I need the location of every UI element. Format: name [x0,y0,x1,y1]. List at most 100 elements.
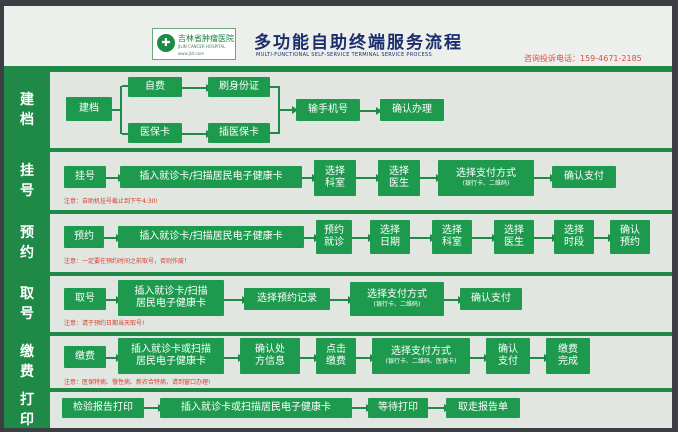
step-select-time[interactable]: 选择 时段 [554,220,594,254]
step-yuyue[interactable]: 预约 [64,226,104,248]
step-select-doctor[interactable]: 选择 医生 [378,160,420,196]
row-label: 打 印 [4,392,50,428]
step-label: 选择支付方式 [391,346,451,357]
step-confirm-payment[interactable]: 确认支付 [460,288,522,310]
step-yibaoka[interactable]: 医保卡 [128,123,182,143]
row-guahao: 挂 号 挂号 插入就诊卡/扫描居民电子健康卡 选择 科室 选择 医生 选择支付方… [4,152,672,210]
flow-arrow [302,174,318,182]
step-select-department[interactable]: 选择 科室 [314,160,356,196]
hospital-name: 吉林省肿瘤医院 [178,34,234,43]
complaint-hotline: 咨询投诉电话：159-4671-2185 [524,54,642,63]
step-select-date[interactable]: 选择 日期 [370,220,410,254]
hospital-url: www.jlzl.com [178,51,204,56]
flow-arrow [420,174,442,182]
flow-arrow [352,404,372,412]
flow-arrow [352,234,374,242]
payment-options: (银行卡、二维码) [462,180,510,187]
connector [270,132,278,134]
page-title: 多功能自助终端服务流程 [254,33,463,53]
connector [278,86,280,134]
step-insert-card[interactable]: 插入就诊卡/扫描居民电子健康卡 [120,166,302,188]
step-print-report[interactable]: 检验报告打印 [62,398,144,418]
connector [270,86,278,88]
hospital-name-en: JILIN CANCER HOSPITAL [178,44,226,49]
step-select-department[interactable]: 选择 科室 [432,220,472,254]
step-label: 选择支付方式 [367,289,427,300]
hospital-logo: ✚ 吉林省肿瘤医院 JILIN CANCER HOSPITAL www.jlzl… [152,28,236,60]
row-dayin: 打 印 检验报告打印 插入就诊卡或扫描居民电子健康卡 等待打印 取走报告单 [4,392,672,428]
step-jiaofei[interactable]: 缴费 [64,346,106,368]
step-payment-complete[interactable]: 缴费 完成 [546,338,590,374]
flow-arrow [428,404,450,412]
row-note: 注意：一定要在预约时间之前取号，否则作废！ [64,258,191,265]
flow-arrow [444,296,464,304]
flow-arrow [410,234,436,242]
step-take-report[interactable]: 取走报告单 [446,398,520,418]
step-queren-banli[interactable]: 确认办理 [380,99,444,121]
flow-arrow [106,296,122,304]
hospital-cross-icon: ✚ [157,34,175,52]
service-flow-poster: ✚ 吉林省肿瘤医院 JILIN CANCER HOSPITAL www.jlzl… [4,6,672,428]
step-label: 选择支付方式 [456,168,516,179]
step-quhao[interactable]: 取号 [64,288,106,310]
row-quhao: 取 号 取号 插入就诊卡/扫描 居民电子健康卡 选择预约记录 选择支付方式 (银… [4,276,672,332]
step-confirm-prescription[interactable]: 确认处 方信息 [240,338,300,374]
flow-arrow [104,234,122,242]
connector [120,86,122,134]
flow-arrow [534,234,558,242]
flow-arrow [106,174,124,182]
flow-arrow [330,296,354,304]
page-subtitle: MULTI-FUNCTIONAL SELF-SERVICE TERMINAL S… [256,52,432,58]
step-guahao[interactable]: 挂号 [64,166,106,188]
row-note: 注意：请于预约日期当天取号! [64,320,145,327]
row-note: 注意：自助机挂号截止到下午4:30! [64,198,158,205]
step-wait-print[interactable]: 等待打印 [368,398,428,418]
step-confirm-payment[interactable]: 确认 支付 [486,338,530,374]
step-confirm-payment[interactable]: 确认支付 [552,166,616,188]
flow-arrow [534,174,556,182]
step-select-payment[interactable]: 选择支付方式 (银行卡、二维码) [350,282,444,316]
step-zifei[interactable]: 自费 [128,77,182,97]
flow-arrow [224,354,244,362]
payment-options: (银行卡、二维码) [373,301,421,308]
step-insert-card[interactable]: 插入就诊卡/扫描居民电子健康卡 [118,226,304,248]
step-select-record[interactable]: 选择预约记录 [244,288,330,310]
step-click-pay[interactable]: 点击 缴费 [316,338,356,374]
flow-arrow [530,354,550,362]
row-note: 注意：医保特病、慢性病、新农合特病，请到窗口办理! [64,379,211,386]
step-jiandang[interactable]: 建档 [66,97,112,121]
flow-arrow [224,296,248,304]
row-jiaofei: 缴 费 缴费 插入就诊卡或扫描 居民电子健康卡 确认处 方信息 点击 缴费 选择… [4,336,672,388]
poster-header: ✚ 吉林省肿瘤医院 JILIN CANCER HOSPITAL www.jlzl… [4,6,672,66]
row-yuyue: 预 约 预约 插入就诊卡/扫描居民电子健康卡 预约 就诊 选择 日期 选择 科室… [4,214,672,272]
flow-arrow [470,354,490,362]
row-label: 取 号 [4,276,50,332]
flow-arrow [360,107,382,115]
flow-arrow [304,234,320,242]
step-select-payment[interactable]: 选择支付方式 (银行卡、二维码、医保卡) [372,338,470,374]
row-label: 预 约 [4,214,50,272]
payment-options: (银行卡、二维码、医保卡) [385,358,457,365]
flow-arrow [300,354,320,362]
step-cha-yibaoka[interactable]: 插医保卡 [208,123,270,143]
flow-arrow [182,130,212,138]
step-shuru-shoujihao[interactable]: 输手机号 [296,99,360,121]
connector [112,109,120,111]
step-shua-shenfenzheng[interactable]: 刷身份证 [208,77,270,97]
row-label: 缴 费 [4,336,50,388]
step-insert-card[interactable]: 插入就诊卡或扫描居民电子健康卡 [160,398,352,418]
step-appointment-visit[interactable]: 预约 就诊 [316,220,352,254]
step-confirm-appointment[interactable]: 确认 预约 [610,220,650,254]
step-select-doctor[interactable]: 选择 医生 [494,220,534,254]
flow-arrow [182,84,212,92]
row-label: 挂 号 [4,152,50,210]
flow-arrow [144,404,164,412]
flow-arrow [472,234,498,242]
row-label: 建 档 [4,72,50,148]
flow-arrow [356,174,382,182]
step-insert-card[interactable]: 插入就诊卡/扫描 居民电子健康卡 [118,280,224,316]
flow-arrow [280,106,298,114]
flow-arrow [106,354,122,362]
step-insert-card[interactable]: 插入就诊卡或扫描 居民电子健康卡 [118,338,224,374]
step-select-payment[interactable]: 选择支付方式 (银行卡、二维码) [438,160,534,196]
